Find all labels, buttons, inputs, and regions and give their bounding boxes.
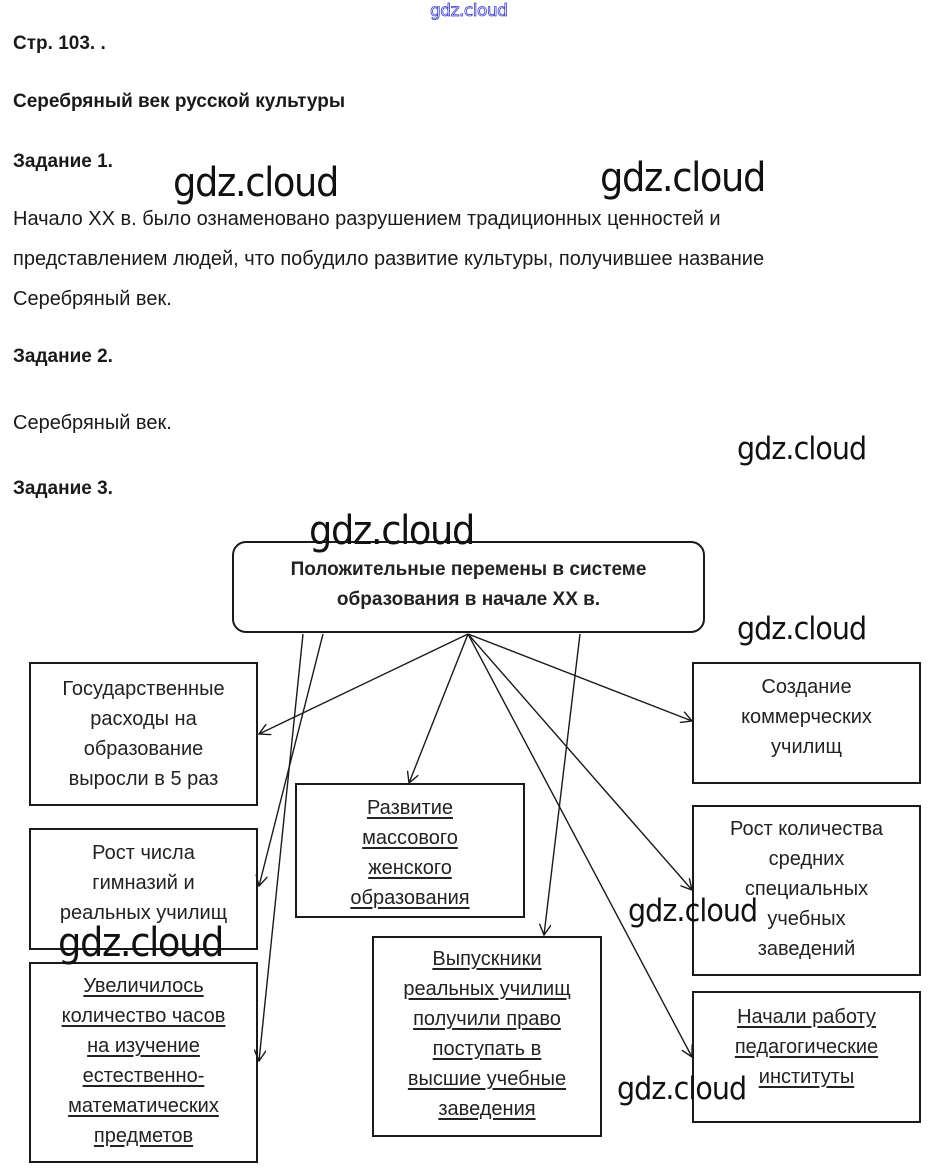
node-text: учебных: [767, 908, 846, 930]
node-text: педагогические: [734, 1036, 879, 1058]
arrow-to-commercial-schools: [467, 633, 692, 721]
node-text: на изучение: [87, 1035, 200, 1057]
watermark: gdz.cloud: [737, 611, 867, 647]
node-text: Рост количества: [729, 818, 884, 840]
node-text: училищ: [771, 736, 842, 758]
node-text: поступать в: [432, 1038, 542, 1060]
node-text: математических: [68, 1095, 219, 1117]
node-text: получили право: [413, 1008, 561, 1030]
node-text: массового: [362, 827, 458, 849]
watermark: gdz.cloud: [309, 508, 475, 554]
node-text: количество часов: [61, 1005, 226, 1027]
node-graduates-right: Выпускники реальных училищ получили прав…: [372, 936, 602, 1137]
node-text: Увеличилось: [83, 975, 204, 997]
task-1-line-1: Начало XX в. было ознаменовано разрушени…: [13, 208, 721, 230]
page-reference: Стр. 103. .: [13, 33, 106, 54]
node-text: реальных училищ: [403, 978, 571, 1000]
node-pedagogical-institutes: Начали работу педагогические институты: [692, 991, 921, 1123]
node-text: реальных училищ: [59, 902, 228, 924]
node-text: выросли в 5 раз: [68, 768, 219, 790]
node-text: институты: [758, 1066, 855, 1088]
node-text: Начали работу: [737, 1006, 876, 1028]
node-text: образования: [350, 887, 470, 909]
watermark: gdz.cloud: [600, 155, 766, 201]
node-text: заведения: [438, 1098, 536, 1120]
watermark: gdz.cloud: [173, 160, 339, 206]
page-title: Серебряный век русской культуры: [13, 91, 346, 112]
task-1-line-3: Серебряный век.: [13, 288, 172, 310]
node-text: Развитие: [367, 797, 453, 819]
center-line-2: образования в начале XX в.: [336, 589, 601, 610]
watermark: gdz.cloud: [617, 1071, 747, 1107]
node-commercial-schools: Создание коммерческих училищ: [692, 662, 921, 784]
node-text: Рост числа: [92, 842, 195, 864]
node-gymnasiums: Рост числа гимназий и реальных училищ: [29, 828, 258, 950]
task-3-heading: Задание 3.: [13, 478, 113, 499]
node-text: высшие учебные: [407, 1068, 567, 1090]
node-text: специальных: [744, 878, 869, 900]
task-1-heading: Задание 1.: [13, 151, 113, 172]
node-text: Создание: [761, 676, 852, 698]
top-watermark: gdz.cloud: [430, 1, 509, 22]
arrow-to-women-education: [409, 633, 469, 783]
node-women-education: Развитие массового женского образования: [295, 783, 525, 918]
watermark: gdz.cloud: [628, 893, 758, 929]
node-gov-spending: Государственные расходы на образование в…: [29, 662, 258, 806]
center-line-1: Положительные перемены в системе: [290, 559, 647, 580]
node-text: коммерческих: [741, 706, 872, 728]
watermark: gdz.cloud: [737, 431, 867, 467]
arrow-to-graduates-right: [544, 633, 581, 935]
task-1-line-2: представлением людей, что побудило разви…: [13, 248, 765, 270]
node-text: Выпускники: [432, 948, 542, 970]
node-text: женского: [368, 857, 452, 879]
arrow-to-gov-spending: [259, 633, 469, 734]
task-2-line-1: Серебряный век.: [13, 412, 172, 434]
node-secondary-special: Рост количества средних специальных учеб…: [692, 805, 921, 976]
node-text: Государственные: [62, 678, 225, 700]
node-text: предметов: [93, 1125, 194, 1147]
node-text: заведений: [757, 938, 856, 960]
node-text: гимназий и: [92, 872, 195, 894]
watermark: gdz.cloud: [58, 920, 224, 966]
node-science-hours: Увеличилось количество часов на изучение…: [29, 962, 258, 1163]
node-text: расходы на: [90, 708, 197, 730]
node-text: естественно-: [82, 1065, 205, 1087]
node-text: средних: [768, 848, 845, 870]
node-text: образование: [83, 738, 204, 760]
task-2-heading: Задание 2.: [13, 346, 113, 367]
diagram-center-node: Положительные перемены в системе образов…: [232, 541, 705, 633]
